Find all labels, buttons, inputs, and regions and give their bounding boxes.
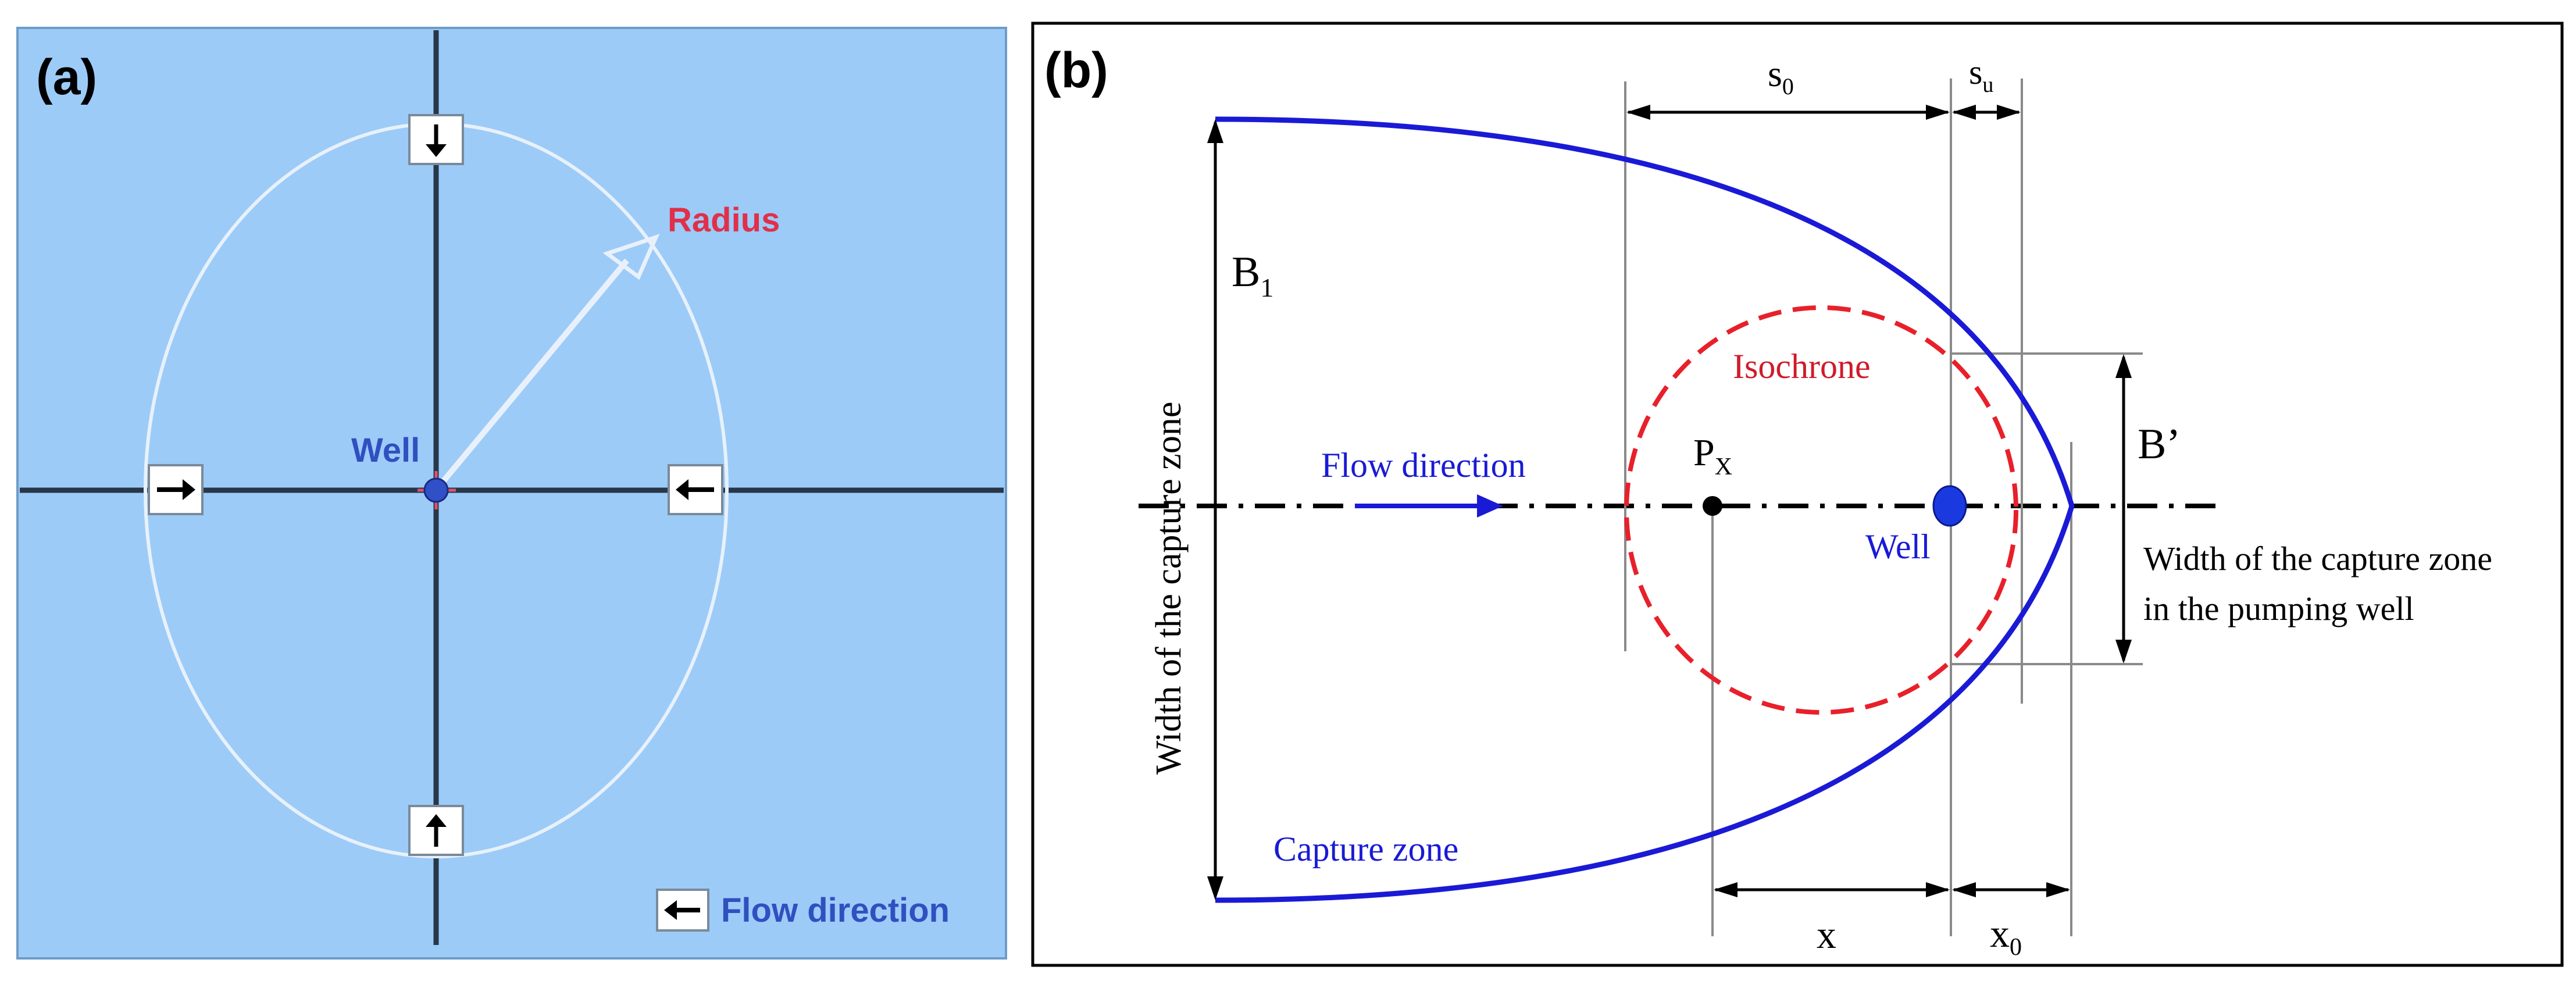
panel-b-label: (b) xyxy=(1044,42,1108,98)
b1-main: B xyxy=(1232,248,1260,296)
flow-direction-label: Flow direction xyxy=(1321,446,1526,484)
px-label: PX xyxy=(1693,431,1732,480)
x0-dimension xyxy=(1952,882,2070,897)
su-sub: u xyxy=(1982,73,1993,97)
px-main: P xyxy=(1693,431,1715,474)
panel-b-frame xyxy=(1031,22,2564,967)
well-marker xyxy=(423,477,449,503)
b1-dimension xyxy=(1207,119,1223,900)
x-dimension xyxy=(1714,882,1950,897)
isochrone-curve xyxy=(1624,305,2018,715)
radius-label: Radius xyxy=(668,201,780,239)
s0-label: s0 xyxy=(1768,53,1794,99)
arrow-left-icon xyxy=(668,464,723,515)
b1-sub: 1 xyxy=(1260,273,1273,302)
legend-label: Flow direction xyxy=(721,891,950,929)
su-main: s xyxy=(1969,53,1982,91)
px-sub: X xyxy=(1715,454,1732,480)
x0-main: x xyxy=(1990,911,2010,955)
width-capture-zone-vertical: Width of the capture zone xyxy=(1149,402,1189,775)
x0-sub: 0 xyxy=(2010,934,2022,961)
arrow-down-icon xyxy=(408,114,464,165)
x-label: x xyxy=(1817,912,1836,957)
width-pumping-well-line2: in the pumping well xyxy=(2143,590,2414,627)
su-label: su xyxy=(1969,53,1993,97)
panel-b: (b) xyxy=(1031,22,2564,967)
b-prime-label: B’ xyxy=(2138,420,2181,468)
well-label-b: Well xyxy=(1865,527,1931,566)
well-point xyxy=(1932,485,1967,527)
capture-zone-curve xyxy=(1215,116,2075,903)
well-label-a: Well xyxy=(351,431,420,469)
arrow-up-icon xyxy=(408,805,464,856)
panel-a: (a) Radius Well xyxy=(16,27,1007,960)
point-px xyxy=(1703,496,1722,516)
s0-sub: 0 xyxy=(1782,73,1794,99)
legend-arrow-left-icon xyxy=(656,889,709,932)
flow-direction-legend: Flow direction xyxy=(656,889,950,932)
panel-a-label: (a) xyxy=(36,49,97,105)
radius-arrowhead xyxy=(602,234,660,280)
arrow-right-icon xyxy=(148,464,204,515)
capture-zone-label: Capture zone xyxy=(1273,830,1458,868)
s0-dimension xyxy=(1626,105,1950,120)
b-prime-dimension xyxy=(2115,354,2132,664)
su-dimension xyxy=(1952,105,2021,120)
isochrone-label: Isochrone xyxy=(1733,347,1871,386)
radius-arrow-shaft xyxy=(435,258,629,491)
flow-direction-arrow xyxy=(1355,494,1503,518)
width-pumping-well-line1: Width of the capture zone xyxy=(2143,540,2492,577)
x0-label: x0 xyxy=(1990,911,2022,961)
s0-main: s xyxy=(1768,53,1782,94)
b1-label: B1 xyxy=(1232,248,1273,302)
